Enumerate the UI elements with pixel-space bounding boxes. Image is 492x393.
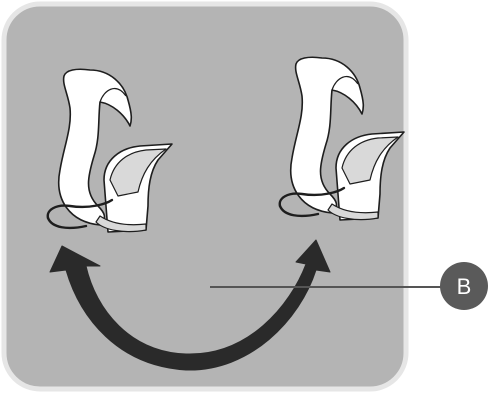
clip-right-wire	[278, 186, 346, 208]
clip-right-hook-crease	[331, 75, 359, 91]
callout-marker-icon: B	[440, 262, 488, 310]
clip-right-base	[327, 203, 379, 221]
callout-label: B	[457, 274, 472, 299]
clip-right-hook	[290, 56, 365, 214]
clip-left-wire	[46, 198, 114, 220]
clip-left-hook-crease	[99, 87, 127, 103]
clip-right-lip-shade	[341, 136, 399, 185]
clip-left-wire-front	[46, 216, 88, 230]
swap-arrow-icon	[49, 239, 331, 371]
clip-left-icon	[46, 68, 173, 233]
clip-left-hook	[58, 68, 133, 226]
clip-left-lip-shade	[109, 148, 167, 197]
clip-right-icon	[278, 56, 405, 221]
clip-left-base	[95, 215, 147, 233]
clip-right-wire-front	[278, 204, 320, 218]
callout-circle	[440, 262, 488, 310]
